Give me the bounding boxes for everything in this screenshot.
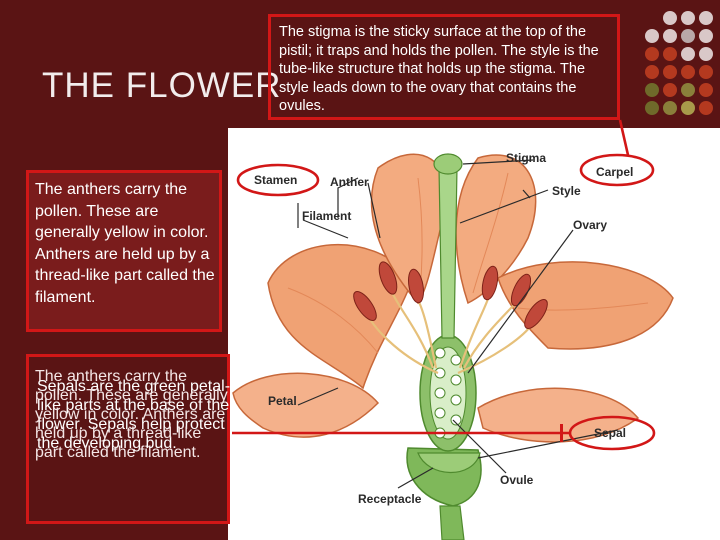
anthers-description: The anthers carry the pollen. These are … <box>26 170 222 332</box>
sepal-highlight <box>570 417 654 449</box>
stamen-highlight <box>238 165 318 195</box>
sepal-description-box: Sepals are the green petal-like parts at… <box>26 354 230 524</box>
anthers-description-overlap: The anthers carry the pollen. These are … <box>29 357 235 462</box>
carpel-highlight <box>581 155 653 185</box>
stigma-description: The stigma is the sticky surface at the … <box>268 14 620 120</box>
